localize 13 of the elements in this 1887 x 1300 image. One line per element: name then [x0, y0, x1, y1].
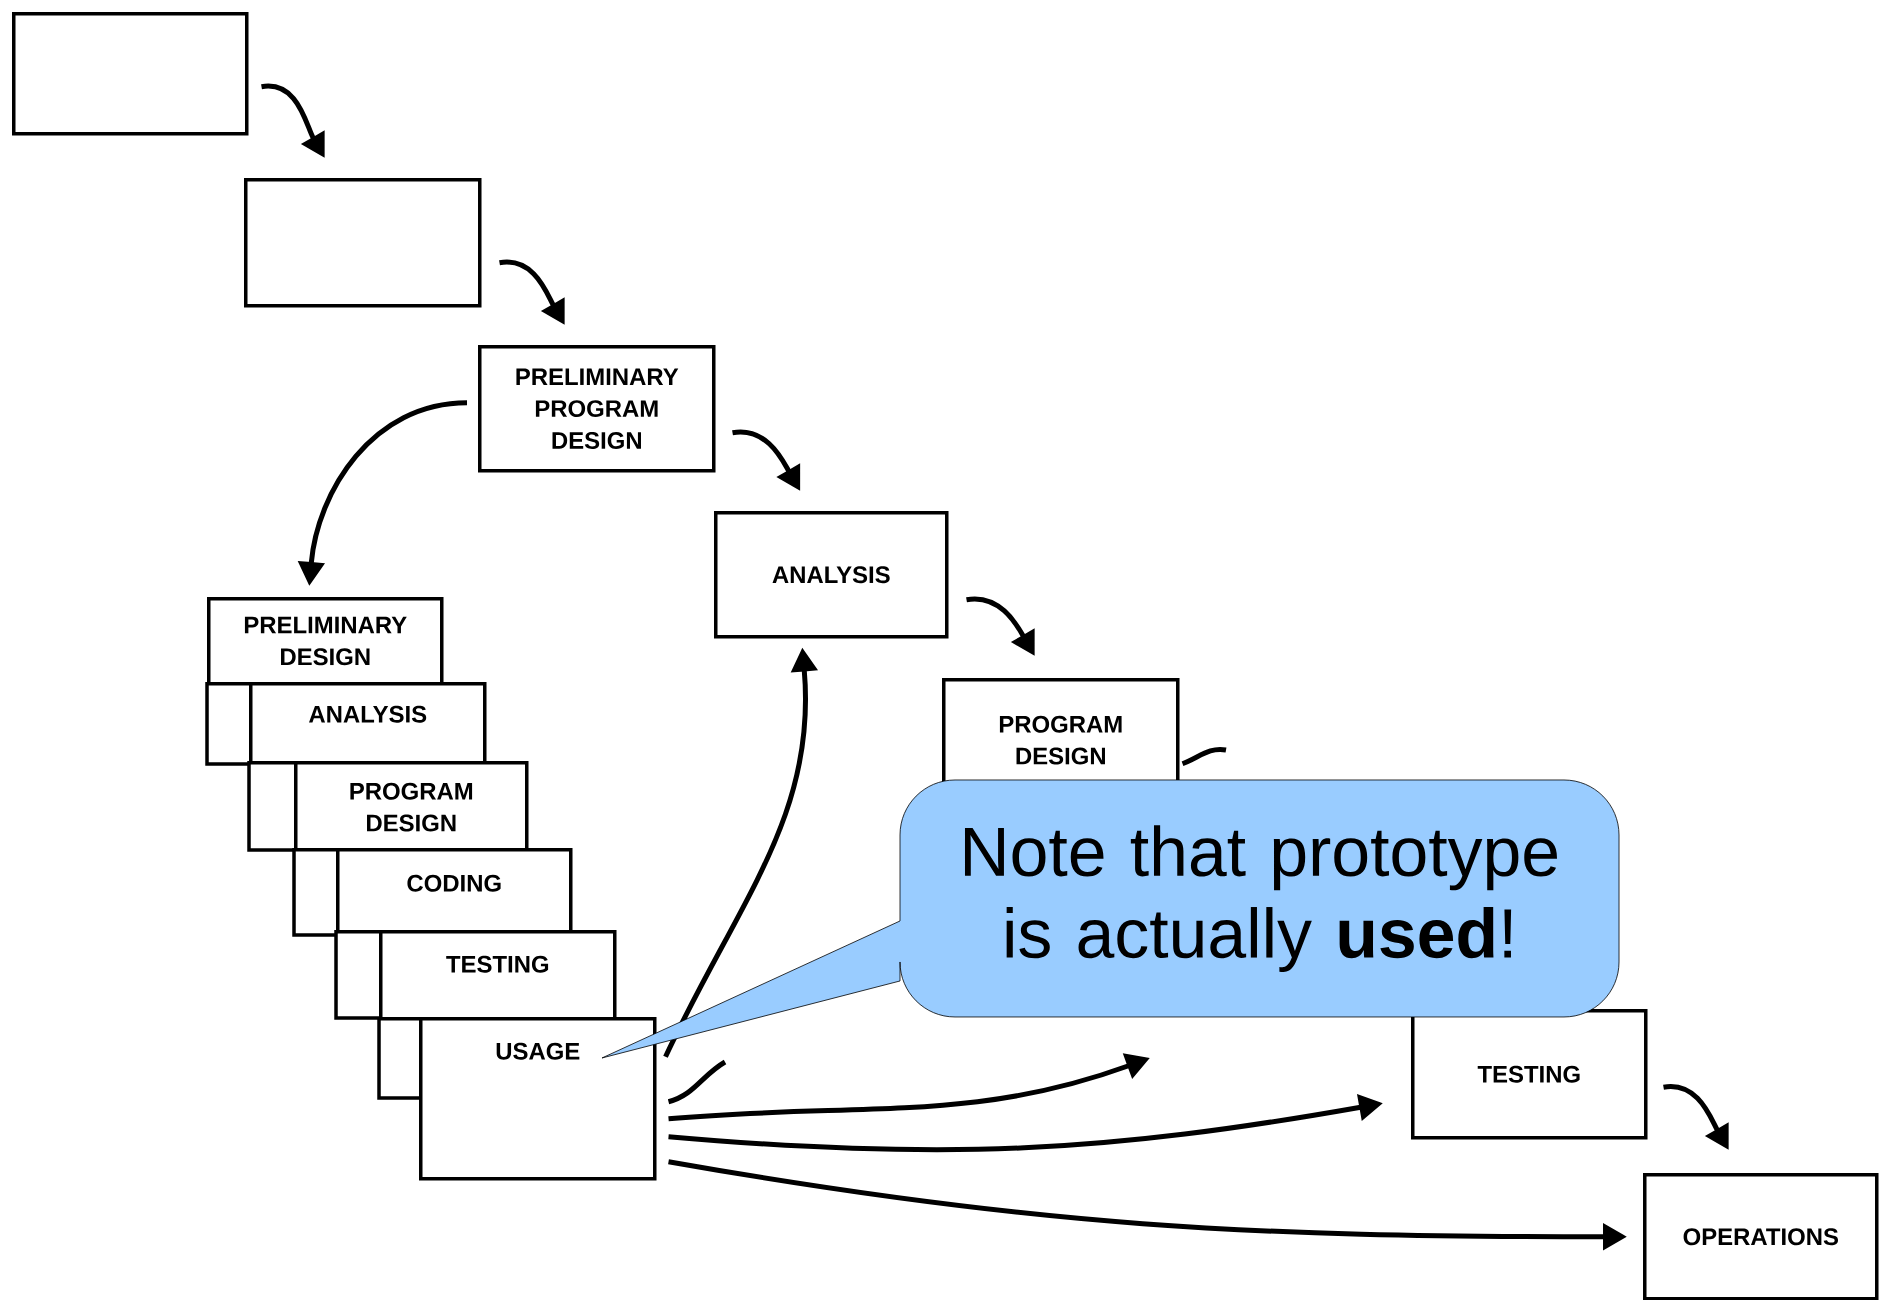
process-box: PRELIMINARY PROGRAM DESIGN — [478, 345, 716, 473]
process-box: ANALYSIS — [249, 682, 487, 765]
empty-box — [244, 178, 482, 308]
process-box: PRELIMINARY DESIGN — [207, 597, 444, 686]
process-box: ANALYSIS — [714, 511, 949, 639]
process-box: TESTING — [379, 930, 617, 1021]
process-box: USAGE — [419, 1017, 657, 1181]
process-box: TESTING — [1411, 1009, 1648, 1140]
empty-box — [12, 12, 249, 136]
process-box: OPERATIONS — [1643, 1173, 1879, 1300]
speech-bubble: Note that prototype is actually used! — [601, 779, 1620, 1059]
process-box: CODING — [336, 848, 573, 934]
process-box: PROGRAM DESIGN — [294, 761, 529, 852]
